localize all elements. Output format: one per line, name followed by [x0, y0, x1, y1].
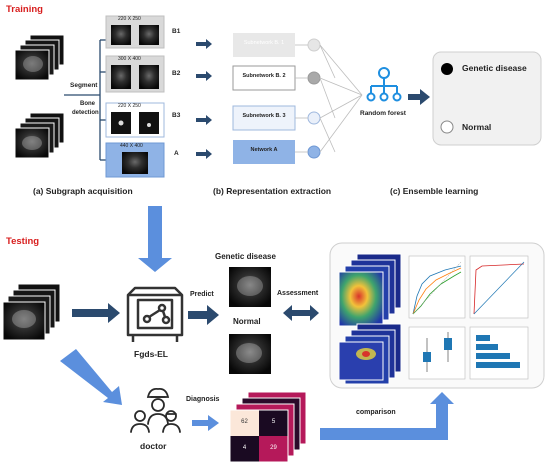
testing-image-stack	[2, 283, 61, 341]
normal-image	[229, 334, 271, 374]
cm-cell-br	[259, 436, 288, 462]
input-to-doctor-arrow	[60, 349, 122, 405]
cm-cell-bl	[230, 436, 259, 462]
crop-b1-tag: B1	[172, 28, 181, 35]
subnetwork-b2-label: Subnetwork B. 2	[242, 73, 286, 79]
subnetwork-b3-box	[232, 105, 296, 131]
network-a-label: Network A	[250, 147, 278, 153]
cm-cell-tl	[230, 410, 259, 436]
crop-b1-size: 220 X 250	[118, 16, 141, 22]
subnetwork-b1-label: Subnetwork B. 1	[243, 40, 285, 46]
fgds-el-model-icon	[126, 286, 184, 342]
model-label: Fgds-EL	[134, 349, 168, 359]
assessment-label: Assessment	[277, 290, 319, 297]
comparison-label: comparison	[356, 409, 396, 416]
crop-b3-tag: B3	[172, 112, 181, 119]
subnetwork-b3-label: Subnetwork B. 3	[242, 113, 286, 119]
bone-label-line1: Bone	[80, 101, 95, 107]
segment-label: Segment	[70, 82, 98, 89]
caption-a: (a) Subgraph acquisition	[33, 186, 133, 196]
doctor-icon	[130, 388, 181, 433]
bone-label-line2: detection	[72, 110, 99, 116]
crop-b2-tag: B2	[172, 70, 181, 77]
genetic-disease-label: Genetic disease	[215, 252, 276, 261]
diagnosis-arrow	[192, 415, 219, 431]
output-genetic-disease: Genetic disease	[462, 63, 527, 73]
diagnosis-label: Diagnosis	[186, 396, 220, 403]
network-a-box	[233, 140, 295, 164]
crop-to-network-arrows	[196, 39, 212, 159]
predict-arrow	[188, 305, 219, 325]
segment-connector	[64, 39, 106, 161]
box-plot	[408, 326, 466, 380]
crop-B2	[105, 55, 165, 93]
cm-value-tl: 62	[241, 419, 248, 425]
feature-node-b1	[307, 38, 321, 52]
subnetwork-b2-box	[232, 65, 296, 91]
roc-plot-1	[408, 255, 466, 319]
feature-node-b3	[307, 111, 321, 125]
node-connections	[295, 44, 363, 153]
training-image-stack-bottom	[14, 112, 65, 159]
assessment-double-arrow	[283, 305, 319, 321]
cm-cell-tr	[259, 410, 288, 436]
crop-a-size: 440 X 400	[120, 143, 143, 149]
subnetwork-b1-box	[233, 33, 295, 57]
heatmap-stack-bottom	[338, 323, 402, 385]
roc-plot-2	[469, 255, 529, 319]
predict-label: Predict	[190, 291, 214, 298]
crop-b3-size: 220 X 250	[118, 103, 141, 109]
normal-dot	[440, 120, 454, 134]
doctor-label: doctor	[140, 441, 167, 451]
bar-plot	[469, 326, 529, 380]
random-forest-icon	[366, 67, 402, 102]
forest-output-arrow	[408, 89, 430, 105]
crop-A	[105, 142, 165, 178]
crop-a-tag: A	[174, 150, 179, 157]
cm-border	[229, 409, 289, 463]
feature-node-a	[307, 145, 321, 159]
testing-heading: Testing	[6, 236, 40, 247]
caption-c: (c) Ensemble learning	[390, 186, 479, 196]
output-normal: Normal	[462, 122, 492, 132]
random-forest-label: Random forest	[360, 110, 406, 117]
genetic-disease-image	[229, 267, 271, 307]
training-image-stack-top	[14, 34, 65, 81]
normal-label: Normal	[233, 317, 261, 326]
crop-B1	[105, 15, 165, 49]
crop-B3	[105, 102, 165, 138]
cm-value-bl: 4	[242, 445, 247, 451]
crop-b2-size: 300 X 400	[118, 56, 141, 62]
output-panel	[432, 51, 542, 146]
cm-value-br: 29	[270, 445, 277, 451]
training-heading: Training	[6, 4, 43, 15]
heatmap-stack-top	[338, 253, 402, 327]
genetic-disease-dot	[441, 63, 453, 75]
comparison-arrow	[320, 392, 454, 440]
cm-value-tr: 5	[271, 419, 276, 425]
caption-b: (b) Representation extraction	[213, 186, 332, 196]
training-to-model-arrow	[138, 206, 172, 272]
feature-node-b2	[307, 71, 321, 85]
input-to-model-arrow	[72, 303, 120, 323]
